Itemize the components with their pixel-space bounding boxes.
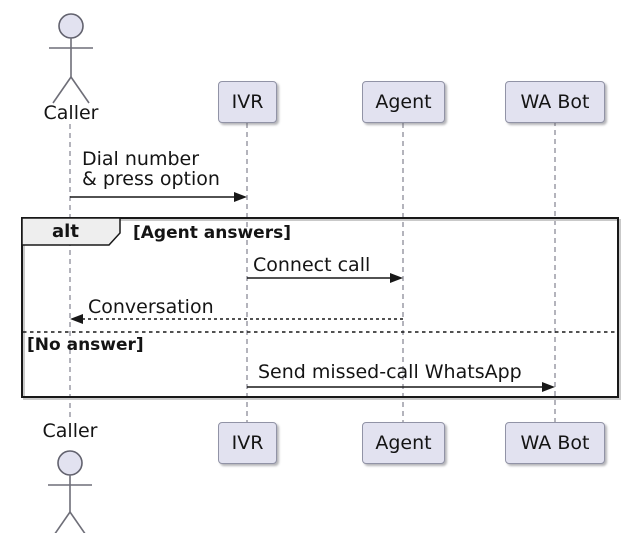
alt-frame-pentagon	[21, 217, 121, 246]
actor-head	[57, 450, 83, 476]
participant-label: WA Bot	[520, 90, 590, 113]
arrow-connect-call	[247, 273, 403, 283]
actor-caller-bottom-icon	[48, 450, 92, 533]
arrowhead-right-icon	[542, 382, 555, 392]
participant-wabot-top: WA Bot	[505, 81, 605, 123]
participant-label: WA Bot	[520, 431, 590, 454]
arrow-conversation-return	[70, 314, 403, 324]
actor-caller-top-icon	[49, 13, 93, 104]
arrowhead-left-icon	[70, 314, 83, 324]
participant-label: Agent	[375, 431, 432, 454]
message-arrows	[70, 192, 555, 392]
lifelines	[69, 121, 556, 422]
alt-guard-agent-answers: [Agent answers]	[133, 223, 291, 243]
arrow-missed-call	[247, 382, 555, 392]
participant-ivr-bottom: IVR	[218, 422, 277, 464]
actor-head	[58, 13, 84, 39]
alt-frame-operator-label: alt	[52, 221, 79, 242]
message-line-1: Dial number	[82, 148, 200, 170]
participant-ivr-top: IVR	[218, 81, 277, 123]
message-label-conversation: Conversation	[88, 296, 214, 318]
alt-frame	[21, 217, 619, 398]
participant-label: IVR	[231, 431, 264, 454]
participant-label: IVR	[231, 90, 264, 113]
actor-label-caller-bottom: Caller	[42, 420, 98, 442]
participant-agent-bottom: Agent	[362, 422, 445, 464]
alt-guard-no-answer: [No answer]	[27, 335, 144, 355]
alt-frame-shadow	[23, 219, 621, 400]
participant-agent-top: Agent	[362, 81, 445, 123]
message-label-connect-call: Connect call	[253, 254, 371, 276]
message-label-missed-call: Send missed-call WhatsApp	[258, 361, 522, 383]
participant-label: Agent	[375, 90, 432, 113]
message-line-2: & press option	[82, 168, 220, 190]
actor-label-caller-top: Caller	[43, 102, 99, 124]
arrowhead-right-icon	[390, 273, 403, 283]
participant-wabot-bottom: WA Bot	[505, 422, 605, 464]
arrowhead-right-icon	[234, 192, 247, 202]
arrow-dial-number	[70, 192, 247, 202]
message-label-dial-number: Dial number & press option	[82, 149, 220, 189]
